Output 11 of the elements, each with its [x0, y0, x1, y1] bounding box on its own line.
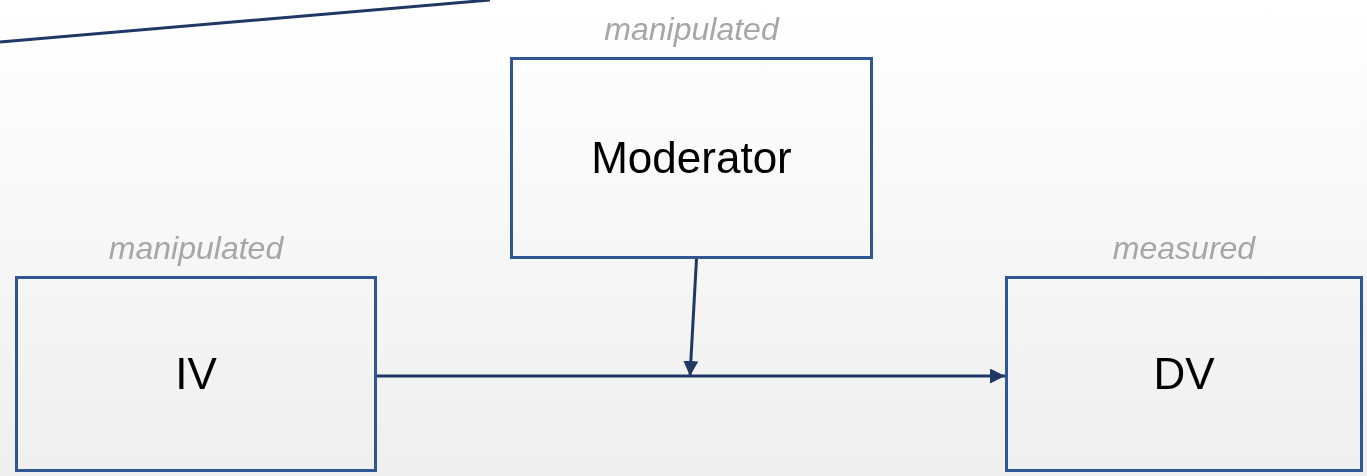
arrow	[377, 368, 1005, 384]
node-label: IV	[175, 349, 217, 399]
arrow	[683, 258, 699, 377]
process-box	[1005, 276, 1363, 472]
node-label: DV	[1153, 349, 1215, 399]
process-box	[510, 57, 873, 259]
variable-note: manipulated	[107, 230, 285, 267]
variable-note: manipulated	[603, 11, 781, 48]
variable-note: measured	[1111, 230, 1257, 267]
node-label: Moderator	[591, 133, 792, 183]
process-box	[15, 276, 377, 472]
